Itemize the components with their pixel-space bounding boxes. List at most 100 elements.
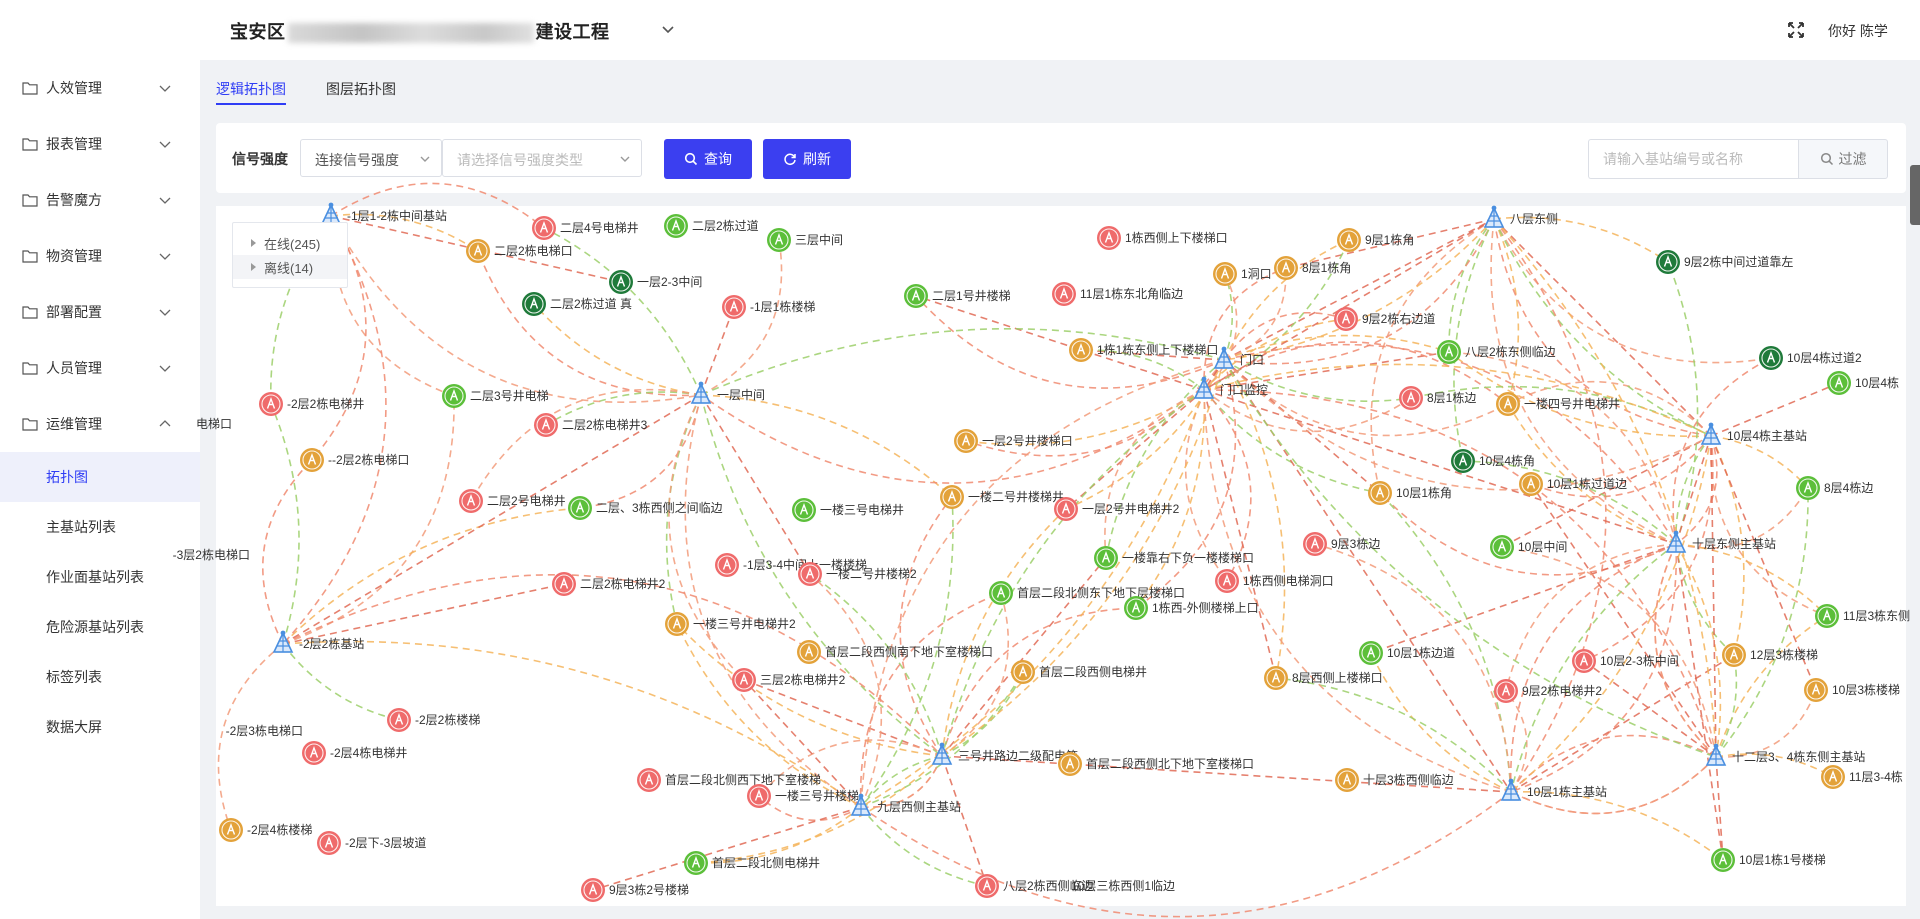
station-node[interactable]: -2层4栋电梯井 [302,741,407,765]
station-node[interactable]: 二层、3栋西侧之间临边 [568,496,723,520]
sidebar-item[interactable]: 部署配置 [0,284,200,340]
station-node[interactable]: 1栋西侧上下楼梯口 [1097,226,1228,250]
station-node[interactable]: 8层西侧上楼梯口 [1264,666,1383,690]
station-node[interactable]: 二层2栋过道 真 [522,292,632,316]
station-node[interactable]: 8层1栋角 [1274,256,1351,280]
sidebar-item[interactable]: 报表管理 [0,116,200,172]
station-node[interactable]: 1栋1栋东侧上下楼梯口 [1069,338,1218,362]
station-node[interactable]: -2层2栋电梯井 [259,392,364,416]
chevron-down-icon[interactable] [660,21,676,37]
legend-online[interactable]: 在线(245) [233,231,347,255]
sidebar-subitem[interactable]: 数据大屏 [0,702,200,752]
station-node[interactable]: 一楼三号井楼梯 [747,784,859,808]
station-node[interactable]: 首层二段西侧北下地下室楼梯口 [1058,752,1254,776]
station-node[interactable]: 首层二段北侧西下地下室楼梯 [637,768,821,792]
station-node[interactable]: 首层二段北侧电梯井 [684,851,820,875]
station-node[interactable]: 10层4栋角 [1451,449,1535,473]
station-node[interactable]: 10层三栋西侧1临边 [1071,878,1175,893]
sidebar-subitem[interactable]: 危险源基站列表 [0,602,200,652]
station-node[interactable]: 10层4栋过道2 [1759,346,1862,370]
main-station-node[interactable]: 一层中间 [690,381,765,404]
station-node[interactable]: 一楼二号井楼梯井 [940,485,1064,509]
station-node[interactable]: 11层1栋东北角临边 [1052,282,1183,306]
station-node[interactable]: 10层2-3栋中间 [1572,649,1679,673]
station-node[interactable]: 一楼三号井电梯井2 [665,612,796,636]
station-node[interactable]: 一层2-3中间 [609,270,702,294]
station-node[interactable]: 一楼三号电梯井 [792,498,904,522]
station-node[interactable]: 9层3栋边 [1303,532,1380,556]
station-node[interactable]: 二层2栋电梯井3 [534,413,648,437]
station-node[interactable]: 11层3栋东侧 [1815,604,1910,628]
filter-button[interactable]: 过滤 [1798,139,1888,179]
main-station-node[interactable]: 三号井路边二级配电箱 [931,742,1078,765]
station-node[interactable]: 1栋西-外侧楼梯上口 [1124,596,1259,620]
station-node[interactable]: 10层1栋1号楼梯 [1711,848,1826,872]
sidebar-item[interactable]: 告警魔方 [0,172,200,228]
station-node[interactable]: 一楼靠右下负一楼楼梯口 [1094,546,1254,570]
station-node[interactable]: 9层2栋右边道 [1334,307,1435,331]
station-node[interactable]: -2层下-3层坡道 [317,831,426,855]
main-station-node[interactable]: -1层1-2栋中间基站 [320,202,447,225]
station-node[interactable]: 一层2号井楼梯口 [954,429,1073,453]
station-node[interactable]: 二层2号电梯井 [459,489,566,513]
refresh-button[interactable]: 刷新 [763,139,851,179]
sidebar-subitem[interactable]: 主基站列表 [0,502,200,552]
station-node[interactable]: 10层4栋 [1827,371,1899,395]
station-node[interactable]: 八层2栋东侧临边 [1437,340,1556,364]
main-station-node[interactable]: 10层1栋主基站 [1500,778,1607,801]
station-node[interactable]: --2层2栋电梯口 [300,448,409,472]
station-node[interactable]: 电梯口 [196,417,232,431]
station-node[interactable]: 首层二段西侧电梯井 [1011,660,1147,684]
station-node[interactable]: -3层2栋电梯口 [173,547,250,562]
station-node[interactable]: -2层4栋楼梯 [219,818,312,842]
tab-layer-topology[interactable]: 图层拓扑图 [326,81,396,97]
station-node[interactable]: 10层1栋角 [1368,481,1452,505]
station-node[interactable]: 二层2栋电梯口 [466,239,573,263]
station-node[interactable]: 8层1栋边 [1399,386,1476,410]
station-node[interactable]: 11层3-4栋 [1821,765,1903,789]
sidebar-item[interactable]: 物资管理 [0,228,200,284]
main-station-node[interactable]: -2层2栋基站 [272,630,364,653]
station-node[interactable]: 首层二段北侧东下地下层楼梯口 [989,581,1185,605]
station-node[interactable]: 10层1栋过道边 [1519,472,1627,496]
station-node[interactable]: 10层3栋楼梯 [1804,678,1900,702]
station-node[interactable]: 10层中间 [1490,535,1567,559]
main-station-node[interactable]: 八层东侧 [1483,205,1558,228]
main-station-node[interactable]: 十二层3、4栋东侧主基站 [1705,743,1865,766]
station-node[interactable]: 一楼四号井电梯井 [1496,392,1620,416]
main-station-node[interactable]: 10层4栋主基站 [1700,422,1807,445]
station-node[interactable]: 一层2号井电梯井2 [1054,497,1180,521]
station-node[interactable]: -2层2栋楼梯 [387,708,480,732]
sidebar-subitem[interactable]: 拓扑图 [0,452,200,502]
station-node[interactable]: 三层中间 [767,228,843,252]
station-node[interactable]: 二层3号井电梯 [442,384,549,408]
sidebar-item[interactable]: 人效管理 [0,60,200,116]
main-station-node[interactable]: 十层东侧主基站 [1665,530,1776,553]
station-search-input[interactable] [1588,139,1798,179]
legend-offline[interactable]: 离线(14) [233,255,347,279]
station-node[interactable]: 1栋西侧电梯洞口 [1215,569,1334,593]
topology-canvas[interactable]: -1层1-2栋中间基站二层4号电梯井 二层2栋过道三层中间 二层2栋电梯口一层2-3… [173,182,1910,918]
station-node[interactable]: 1洞口 [1213,262,1272,286]
station-node[interactable]: 三层2栋电梯井2 [732,668,846,692]
station-node[interactable]: 9层2栋中间过道靠左 [1656,250,1793,274]
station-node[interactable]: 八层2栋西侧临边 [975,874,1094,898]
station-node[interactable]: 二层4号电梯井 [532,216,639,240]
main-station-node[interactable]: 门口监控 [1193,376,1268,399]
tab-logical-topology[interactable]: 逻辑拓扑图 [216,81,286,97]
station-node[interactable]: 一楼二号井楼梯2 [798,562,917,586]
station-node[interactable]: 9层3栋2号楼梯 [581,878,689,902]
main-station-node[interactable]: 九层西侧主基站 [850,793,961,816]
station-node[interactable]: 二层2栋过道 [664,214,759,238]
station-node[interactable]: 二层1号井楼梯 [904,284,1011,308]
main-station-node[interactable]: 门口 [1213,346,1264,369]
user-greeting[interactable]: 你好 陈学 [1828,23,1888,39]
station-node[interactable]: 首层二段西侧南下地下室楼梯口 [797,640,993,664]
station-node[interactable]: 10层1栋边道 [1359,641,1455,665]
signal-type-select[interactable]: 请选择信号强度类型 [442,139,642,177]
fullscreen-icon[interactable] [1787,21,1805,39]
station-node[interactable]: 8层4栋边 [1796,476,1873,500]
station-node[interactable]: -1层1栋楼梯 [722,295,815,319]
project-title[interactable]: 宝安区建设工程 [230,18,610,44]
